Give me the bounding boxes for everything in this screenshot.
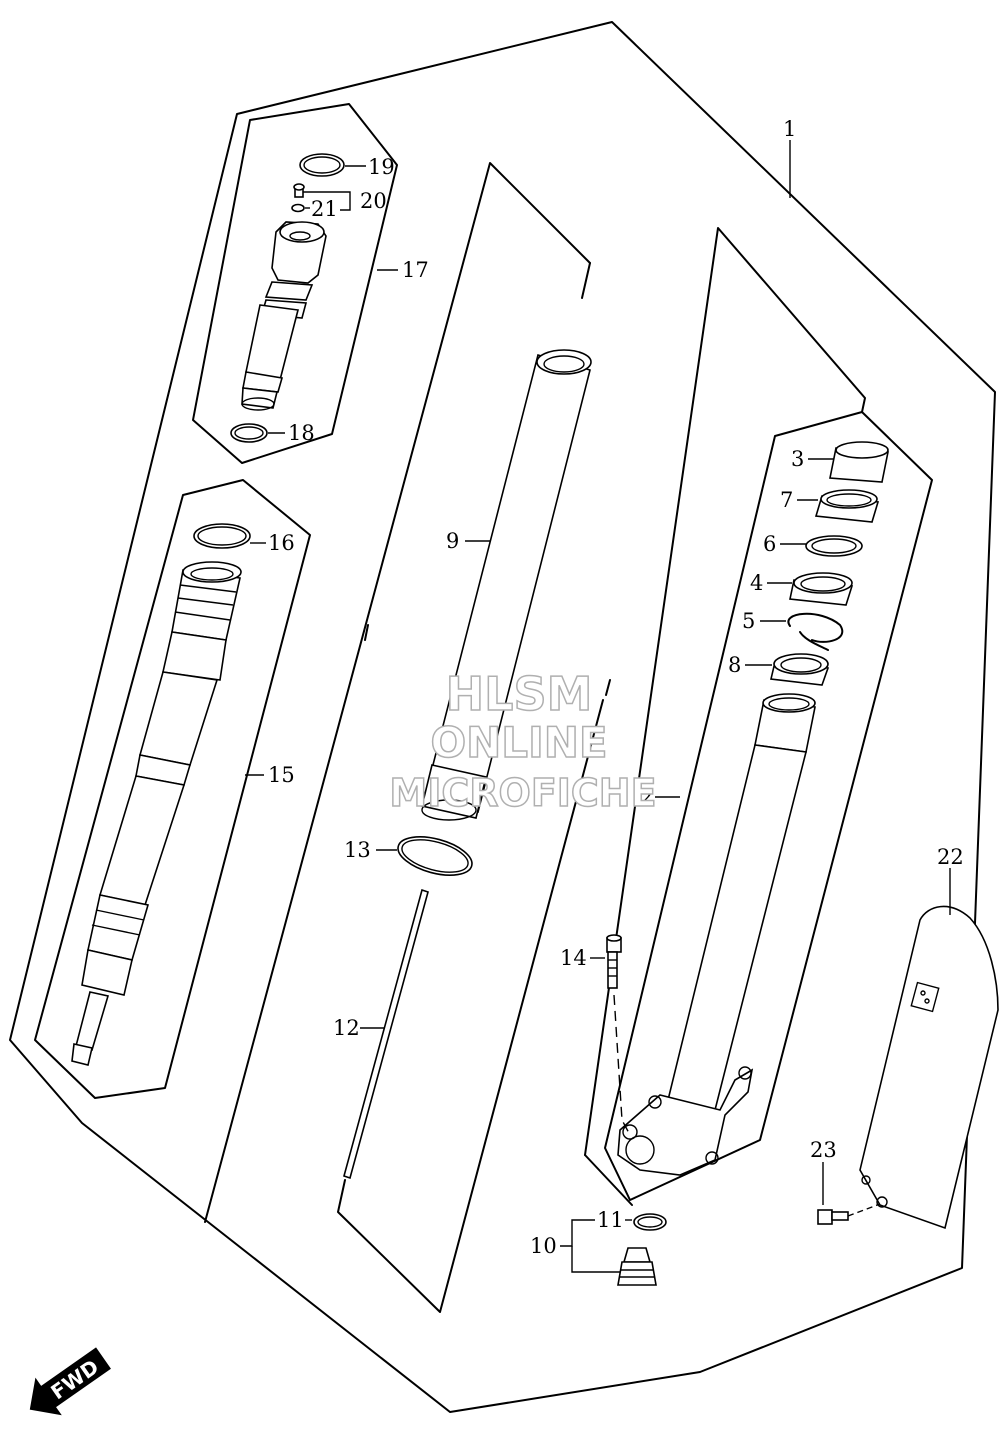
callout-21: 21 [311,197,338,221]
svg-text:ONLINE: ONLINE [430,718,607,767]
group-outline-9 [581,262,591,299]
part-22-fork-cover [859,905,999,1230]
callout-3: 3 [791,447,804,471]
callout-7: 7 [780,488,793,512]
group-outline-17 [192,103,398,464]
callout-13: 13 [344,838,371,862]
part-9-outer-tube [421,349,592,821]
callout-1: 1 [783,117,796,141]
part-8-dust-seal [770,653,830,686]
callout-6: 6 [763,532,776,556]
callout-18: 18 [288,421,315,445]
callout-16: 16 [268,531,295,555]
group-outline-15 [34,479,311,1099]
group-outline-seals [604,411,933,1201]
callout-19: 19 [368,155,395,179]
part-7-bushing [814,489,880,523]
svg-text:MICROFICHE: MICROFICHE [389,771,656,815]
callout-9: 9 [446,529,459,553]
part-13-o-ring [397,836,473,876]
part-17-damper-cartridge [241,221,327,411]
callout-23: 23 [810,1138,837,1162]
callout-4: 4 [750,571,763,595]
part-15-inner-tube-assembly [71,561,242,1066]
part-5-circlip [787,612,844,651]
part-6-washer [805,535,863,557]
callout-8: 8 [728,653,741,677]
part-16-o-ring [193,523,251,549]
part-20-screw [293,183,305,198]
callout-12: 12 [333,1016,360,1040]
fwd-arrow-icon: FWD [29,1347,111,1416]
watermark: HLSM ONLINE MICROFICHE [389,666,658,816]
callout-22: 22 [937,845,964,869]
part-19-o-ring [299,153,345,177]
leader-lines [245,140,951,1273]
callout-17: 17 [402,258,429,282]
part-3-bushing [829,441,889,483]
part-23-bolt [817,1209,849,1225]
callout-15: 15 [268,763,295,787]
callout-11: 11 [597,1208,624,1232]
part-12-rod [343,888,429,1180]
part-4-oil-seal [789,572,854,606]
callout-20: 20 [360,189,387,213]
callout-10: 10 [530,1234,557,1258]
part-10-valve [617,1247,657,1286]
callout-5: 5 [742,609,755,633]
part-21-washer [291,203,305,213]
group-outline-2 [584,227,866,1156]
callout-14: 14 [560,946,587,970]
part-14-bolt [606,934,622,989]
part-2-slider [617,693,816,1176]
assembly-outline-1 [9,21,996,1413]
svg-text:HLSM: HLSM [446,667,593,721]
callout-2: 2 [640,785,653,809]
